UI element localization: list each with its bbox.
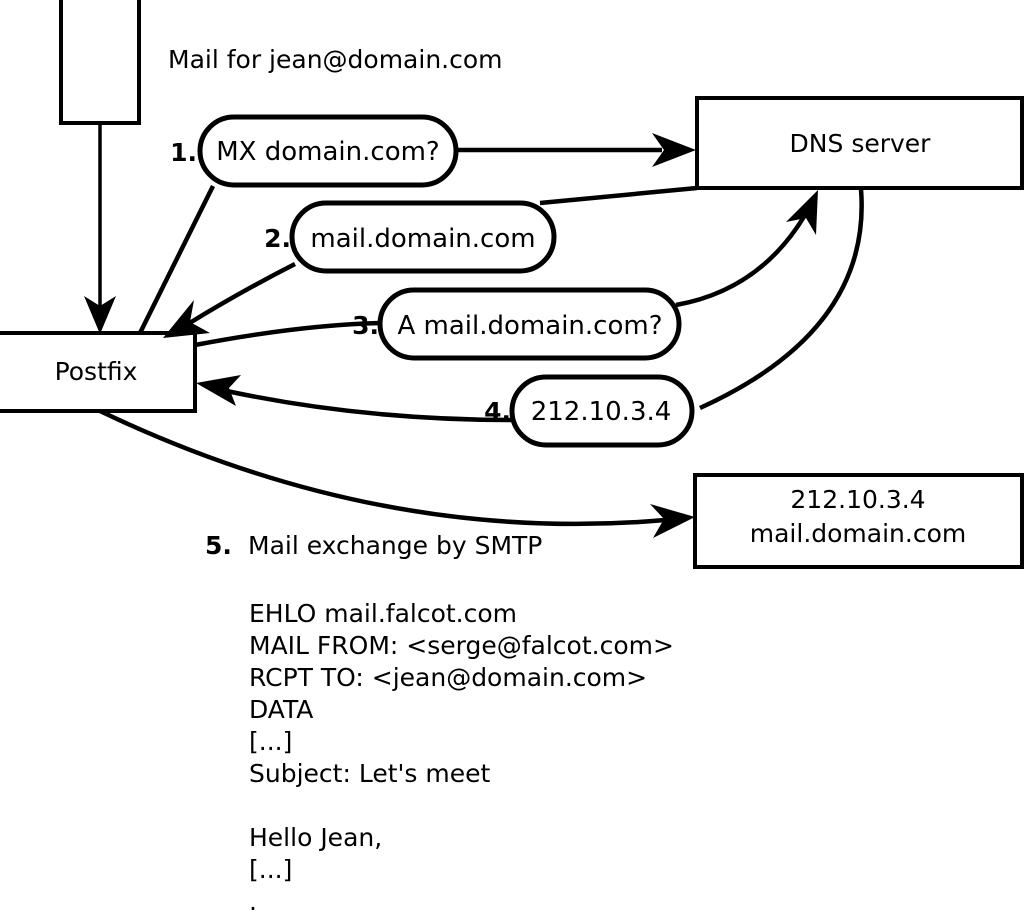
edge-step1-tail bbox=[137, 184, 216, 335]
transcript-line-2: RCPT TO: <jean@domain.com> bbox=[249, 663, 647, 692]
dns-server-box bbox=[695, 96, 1024, 190]
step-label-1: MX domain.com? bbox=[216, 137, 439, 167]
smtp-transcript: EHLO mail.falcot.com MAIL FROM: <serge@f… bbox=[249, 599, 674, 916]
transcript-line-0: EHLO mail.falcot.com bbox=[249, 599, 517, 628]
edge-step2-to-postfix bbox=[186, 261, 297, 326]
edge-postfix-to-destination bbox=[99, 408, 666, 527]
edge-postfix-to-step3 bbox=[194, 320, 381, 348]
dns-server-label: DNS server bbox=[790, 129, 932, 158]
transcript-line-8: [...] bbox=[249, 855, 292, 884]
destination-box bbox=[693, 473, 1024, 569]
postfix-label: Postfix bbox=[55, 357, 138, 386]
arrowhead-step2-to-postfix bbox=[163, 300, 210, 338]
transcript-line-4: [...] bbox=[249, 727, 292, 756]
step-number-4: 4. bbox=[484, 397, 511, 426]
edge-dns-to-step2 bbox=[539, 185, 698, 206]
destination-host-label: mail.domain.com bbox=[750, 519, 966, 548]
postfix-box bbox=[0, 331, 197, 413]
transcript-line-1: MAIL FROM: <serge@falcot.com> bbox=[249, 631, 674, 660]
transcript-line-10: . bbox=[249, 887, 257, 916]
bubble-step-2 bbox=[289, 200, 557, 274]
step-number-1: 1. bbox=[170, 138, 197, 167]
edge-dns-to-step4 bbox=[699, 188, 864, 411]
step-number-5: 5. bbox=[205, 531, 232, 560]
step-label-3: A mail.domain.com? bbox=[398, 311, 663, 341]
step-number-2: 2. bbox=[264, 224, 291, 253]
destination-ip-label: 212.10.3.4 bbox=[790, 485, 925, 514]
transcript-line-3: DATA bbox=[249, 695, 313, 724]
step-label-4: 212.10.3.4 bbox=[531, 397, 672, 427]
step-label-5: Mail exchange by SMTP bbox=[248, 531, 542, 560]
edge-step4-to-postfix bbox=[221, 387, 513, 423]
arrowhead-step3-to-dns bbox=[786, 190, 818, 235]
mail-for-caption: Mail for jean@domain.com bbox=[168, 45, 503, 74]
bubble-step-3 bbox=[377, 287, 682, 361]
step-number-3: 3. bbox=[352, 311, 379, 340]
bubble-step-1 bbox=[197, 114, 459, 188]
arrowhead-sender-to-postfix bbox=[84, 296, 116, 334]
arrowhead-step4-to-postfix bbox=[196, 375, 241, 406]
arrowhead-postfix-to-destination bbox=[650, 504, 695, 538]
step-label-2: mail.domain.com bbox=[310, 224, 535, 254]
transcript-line-5: Subject: Let's meet bbox=[249, 759, 490, 788]
transcript-line-7: Hello Jean, bbox=[249, 823, 382, 852]
bubble-step-4 bbox=[509, 374, 695, 448]
sender-box bbox=[59, 0, 141, 125]
arrowhead-step1-to-dns bbox=[652, 133, 696, 167]
edge-step3-to-dns bbox=[675, 213, 807, 308]
